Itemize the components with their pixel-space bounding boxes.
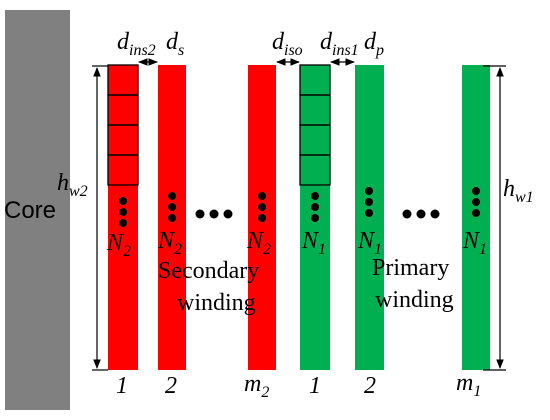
- turn-cell: [299, 154, 331, 186]
- primary-winding-title-line1: Primary: [372, 255, 449, 281]
- primary-turn-cells: [299, 64, 331, 186]
- horizontal-ellipsis-secondary: [195, 209, 233, 219]
- primary-layer-2: [355, 65, 384, 370]
- secondary-winding-title-line2: winding: [177, 290, 256, 316]
- label-d-ins2: dins2: [117, 29, 156, 59]
- primary-layer-index-2: 2: [364, 373, 376, 399]
- dimension-lines: [92, 58, 506, 371]
- horizontal-ellipsis-primary: [402, 209, 440, 219]
- primary-layer-m1: [462, 65, 490, 370]
- secondary-layer-index-m2: m2: [244, 371, 269, 401]
- primary-layer-index-1: 1: [309, 373, 321, 399]
- turn-cell: [107, 154, 139, 186]
- label-d-ins1: dins1: [320, 29, 359, 59]
- secondary-layer-1: [108, 65, 138, 370]
- primary-turns-label-1: N1: [301, 228, 326, 258]
- label-h-w2: hw2: [57, 170, 88, 200]
- primary-layer-index-m1: m1: [456, 370, 481, 400]
- core: [5, 10, 70, 410]
- label-d-s: ds: [166, 29, 184, 59]
- primary-turns-label-2: N1: [357, 228, 382, 258]
- label-d-iso: diso: [272, 29, 303, 59]
- secondary-turns-label-m2: N2: [246, 228, 271, 258]
- secondary-layer-index-2: 2: [165, 373, 177, 399]
- label-h-w1: hw1: [503, 176, 534, 206]
- secondary-winding-title-line1: Secondary: [158, 258, 259, 284]
- secondary-turn-cells: [107, 64, 139, 186]
- label-d-p: dp: [364, 29, 384, 59]
- vertical-dots: [119, 187, 480, 227]
- secondary-turns-label-1: N2: [106, 230, 131, 260]
- primary-winding-title-line2: winding: [375, 287, 454, 313]
- primary-turns-label-m1: N1: [462, 228, 487, 258]
- core-label: Core: [4, 197, 56, 224]
- secondary-layer-index-1: 1: [116, 373, 128, 399]
- secondary-turns-label-2: N2: [157, 228, 182, 258]
